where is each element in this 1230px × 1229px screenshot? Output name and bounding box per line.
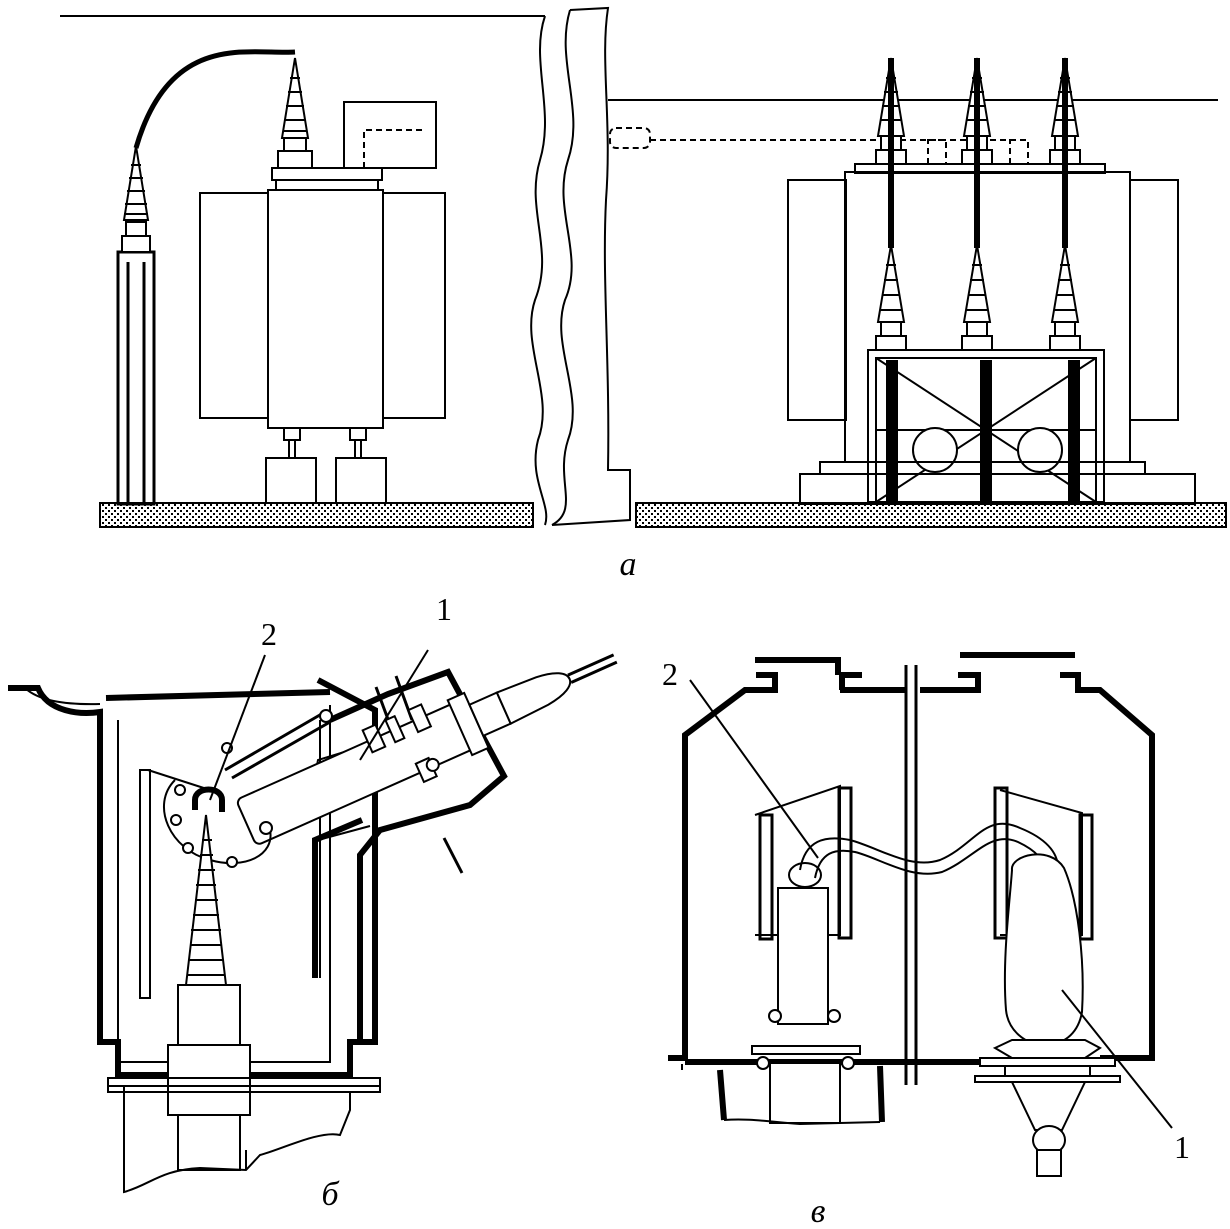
ground-strip-right (635, 502, 1227, 528)
transformer-left (199, 57, 446, 504)
tank-outline-b (8, 677, 378, 1078)
wall-break-right-edge (551, 9, 575, 526)
callout-v-2: 2 (662, 656, 678, 692)
tank-outline-v (668, 672, 778, 1061)
callout-line-v-1 (1061, 989, 1173, 1129)
three-phase-bushings (875, 57, 1081, 351)
panel-a: а (60, 6, 1227, 583)
stress-cone-v (974, 853, 1121, 1177)
overhead-cable (133, 49, 296, 149)
callout-line-b-2 (209, 654, 266, 801)
wall-profile (551, 6, 631, 526)
caption-b: б (321, 1176, 340, 1213)
callout-b-2: 2 (261, 616, 277, 652)
wall-break-left-edge (530, 15, 548, 526)
flexible-connection-v (799, 822, 1059, 871)
callout-b-1: 1 (436, 591, 452, 627)
callout-v-1: 1 (1174, 1129, 1190, 1165)
callout-line-v-2 (689, 679, 819, 859)
cable-duct-dashed (609, 127, 651, 149)
caption-a: а (620, 546, 637, 583)
panel-v: 2 1 в (662, 652, 1190, 1229)
stress-cone-b (236, 653, 618, 845)
cable-termination-post (116, 145, 156, 506)
transformer-right (787, 163, 1196, 505)
dash-box-2 (1009, 139, 1029, 165)
ground-strip-left (99, 502, 534, 528)
tank-lid-b (105, 689, 331, 701)
panel-b: 1 2 б (8, 591, 618, 1213)
caption-v: в (811, 1193, 826, 1229)
bushing-b (107, 814, 381, 1194)
dash-box-1 (927, 139, 947, 165)
callout-line-b-1 (359, 649, 429, 761)
